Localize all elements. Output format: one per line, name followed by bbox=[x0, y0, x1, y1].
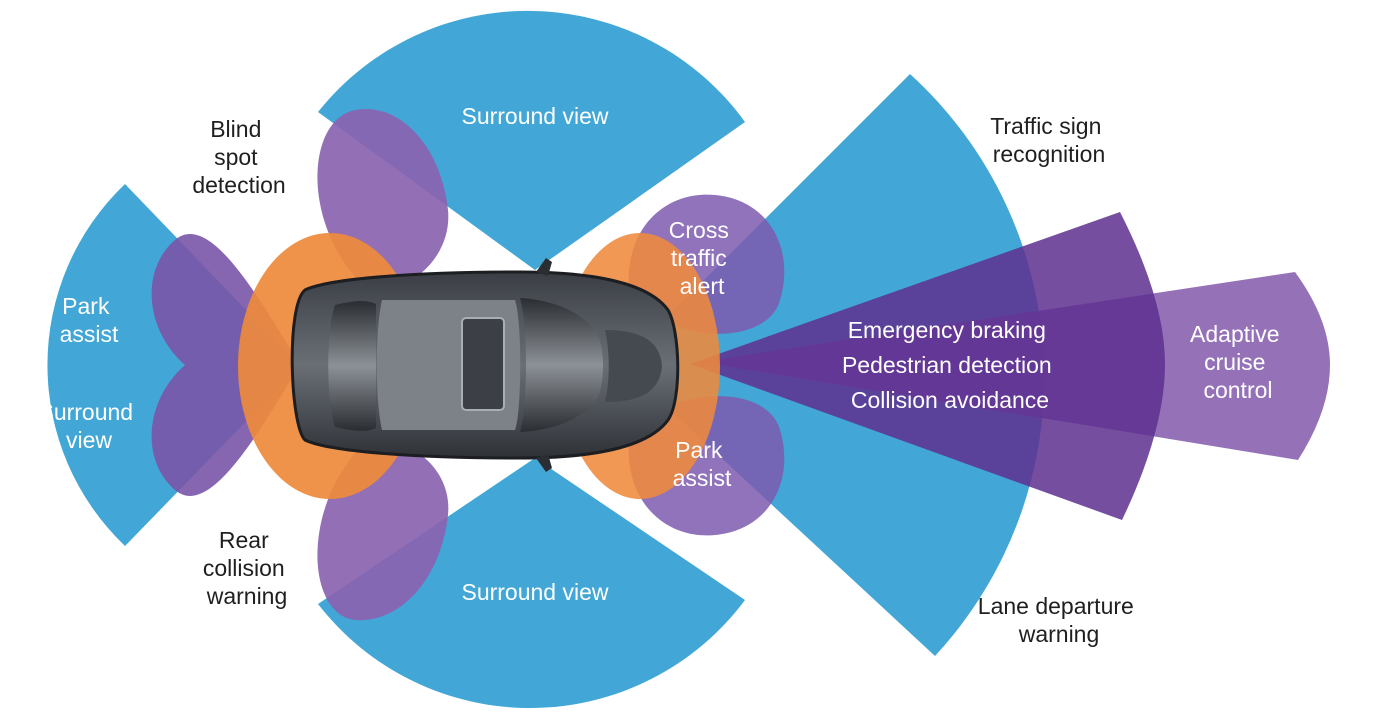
left-mirror bbox=[536, 258, 552, 276]
adaptive-cruise-label: Adaptive cruise control bbox=[1190, 321, 1286, 403]
emergency-braking-label: Emergency braking Pedestrian detection C… bbox=[842, 317, 1058, 413]
car-top-view bbox=[290, 258, 680, 472]
hood bbox=[605, 330, 662, 402]
cross-traffic-label: Cross traffic alert bbox=[669, 217, 735, 299]
rear-collision-lobe bbox=[151, 234, 300, 496]
windshield bbox=[520, 298, 603, 432]
rear-park-surround-zone bbox=[47, 184, 300, 546]
blind-spot-label: Blind spot detection bbox=[192, 116, 285, 198]
radar-beams bbox=[690, 212, 1330, 520]
labels: Surround view Surround view Blind spot d… bbox=[38, 103, 1286, 647]
surround-view-bottom-label: Surround view bbox=[461, 579, 608, 605]
surround-view-top-zone bbox=[318, 10, 745, 270]
rear-window bbox=[328, 301, 376, 431]
lane-departure-label: Lane departure warning bbox=[978, 593, 1140, 647]
surround-view-rear-label: Surround view bbox=[38, 399, 139, 453]
surround-view-bottom-zone bbox=[318, 458, 745, 709]
sunroof bbox=[461, 317, 505, 411]
park-assist-front-label: Park assist bbox=[673, 437, 732, 491]
traffic-sign-label: Traffic sign recognition bbox=[990, 113, 1108, 167]
surround-view-top-label: Surround view bbox=[461, 103, 608, 129]
right-mirror bbox=[536, 454, 552, 472]
rear-collision-label: Rear collision warning bbox=[203, 527, 291, 609]
park-assist-rear-label: Park assist bbox=[60, 293, 119, 347]
emergency-braking-beam bbox=[690, 212, 1165, 520]
